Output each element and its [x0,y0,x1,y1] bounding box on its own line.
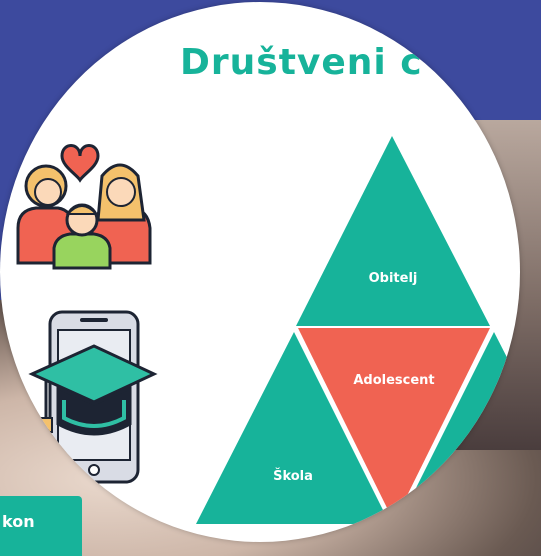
label-drustvo: Dr [456,459,474,474]
phone-graduation-cap-icon [28,308,158,488]
slide-title: Društveni č [180,42,423,83]
triangle-bottom-right [398,332,520,524]
triangle-top [296,136,490,326]
pyramid-diagram: Obitelj Adolescent Škola Dr [196,136,520,524]
family-heart-icon [12,128,157,278]
bottom-tab-label: kon [2,512,35,531]
label-adolescent: Adolescent [353,373,434,388]
triangle-bottom-left [196,332,390,524]
label-obitelj: Obitelj [369,271,418,286]
label-skola: Škola [273,468,313,484]
bottom-left-tab: kon [0,496,82,556]
triangle-center [298,328,490,522]
slide-circle: Društveni č [0,2,520,542]
